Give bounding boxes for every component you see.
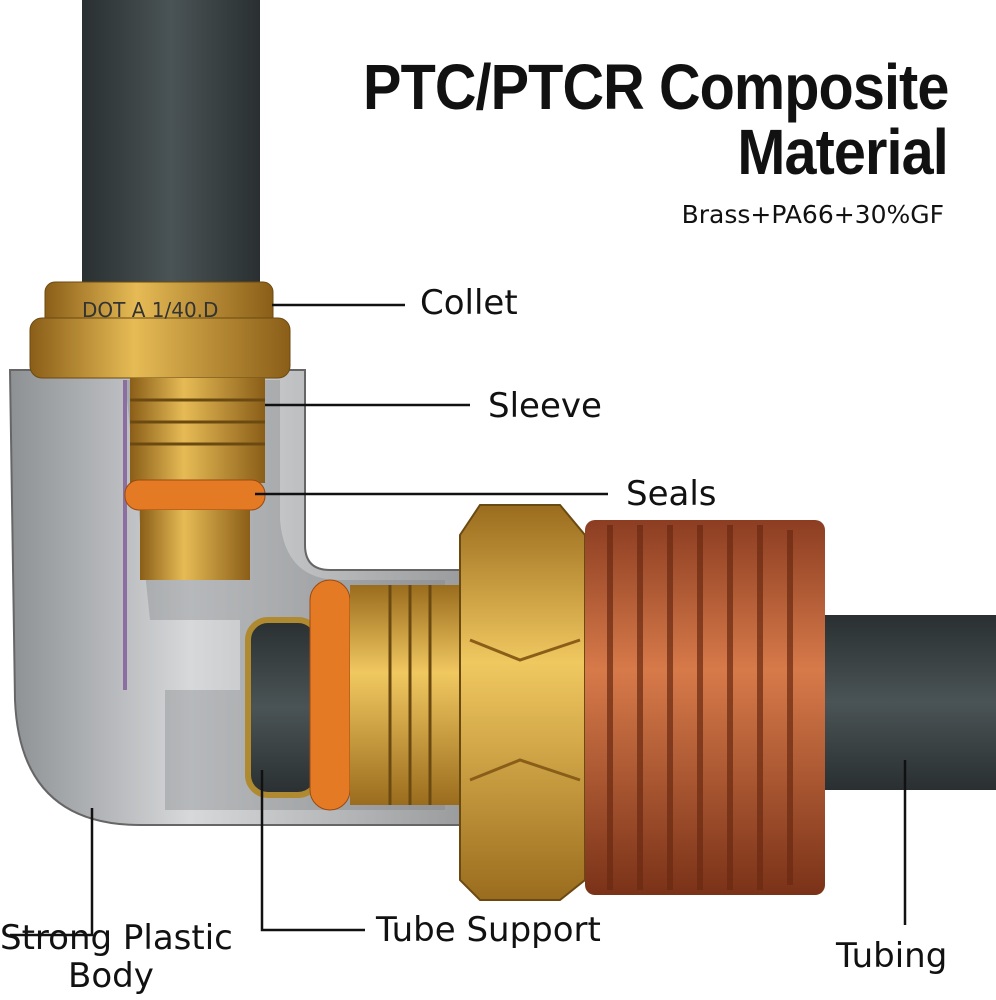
title-line-2: Material [737, 116, 949, 188]
label-tube-support: Tube Support [376, 910, 601, 950]
material-subtitle: Brass+PA66+30%GF [681, 200, 944, 229]
label-body-line1: Strong Plastic [0, 918, 233, 958]
vertical-tubing [82, 0, 260, 300]
label-sleeve: Sleeve [488, 386, 602, 426]
label-collet: Collet [420, 283, 518, 323]
seal-vertical [124, 479, 266, 511]
label-body-line2: Body [68, 956, 154, 996]
seal-horizontal [309, 579, 351, 811]
label-seals: Seals [626, 474, 717, 514]
collet-marking: DOT A 1/40.D [82, 298, 219, 322]
threaded-end [585, 520, 825, 895]
horizontal-tubing [800, 615, 996, 790]
title-line-1: PTC/PTCR Composite [362, 51, 949, 123]
leader-lines [10, 303, 907, 937]
tube-support [245, 617, 321, 798]
sleeve [130, 378, 265, 483]
label-tubing: Tubing [836, 936, 948, 976]
hex-nut [459, 504, 586, 901]
